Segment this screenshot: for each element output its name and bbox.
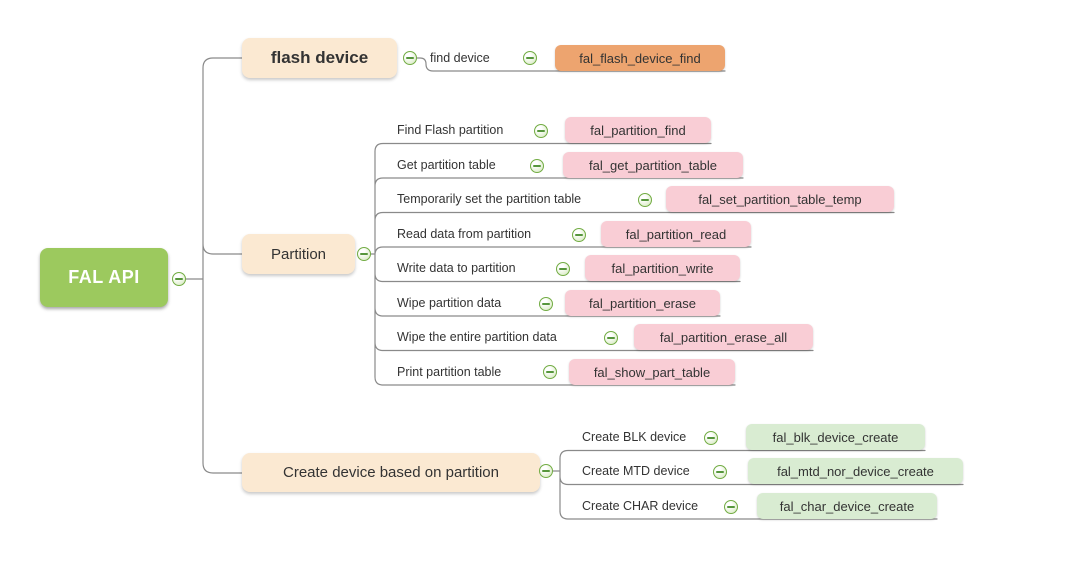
collapse-icon[interactable]: [572, 228, 586, 242]
func-node-fal-partition-write[interactable]: fal_partition_write: [585, 255, 740, 281]
child-label-create-mtd-device[interactable]: Create MTD device: [582, 464, 690, 478]
func-node-fal-partition-erase-all[interactable]: fal_partition_erase_all: [634, 324, 813, 350]
collapse-icon[interactable]: [724, 500, 738, 514]
func-node-fal-partition-read[interactable]: fal_partition_read: [601, 221, 751, 247]
func-node-fal-char-device-create[interactable]: fal_char_device_create: [757, 493, 937, 519]
func-node-fal-flash-device-find[interactable]: fal_flash_device_find: [555, 45, 725, 71]
child-label-find-device[interactable]: find device: [430, 51, 490, 65]
collapse-icon[interactable]: [539, 297, 553, 311]
child-label-create-blk-device[interactable]: Create BLK device: [582, 430, 687, 444]
collapse-icon[interactable]: [543, 365, 557, 379]
branch-flash-device[interactable]: flash device: [242, 38, 397, 78]
collapse-icon[interactable]: [713, 465, 727, 479]
func-node-fal-get-partition-table[interactable]: fal_get_partition_table: [563, 152, 743, 178]
child-label-temporarily-set-partition-table[interactable]: Temporarily set the partition table: [397, 192, 582, 206]
child-label-write-data-to-partition[interactable]: Write data to partition: [397, 261, 516, 275]
func-node-fal-mtd-nor-device-create[interactable]: fal_mtd_nor_device_create: [748, 458, 963, 484]
child-label-find-flash-partition[interactable]: Find Flash partition: [397, 123, 504, 137]
collapse-icon[interactable]: [604, 331, 618, 345]
collapse-icon[interactable]: [172, 272, 186, 286]
root-node-fal-api[interactable]: FAL API: [40, 248, 168, 307]
collapse-icon[interactable]: [357, 247, 371, 261]
collapse-icon[interactable]: [638, 193, 652, 207]
child-label-wipe-entire-partition-data[interactable]: Wipe the entire partition data: [397, 330, 557, 344]
branch-create-device-based-on-partition[interactable]: Create device based on partition: [242, 453, 540, 492]
collapse-icon[interactable]: [556, 262, 570, 276]
collapse-icon[interactable]: [403, 51, 417, 65]
child-label-print-partition-table[interactable]: Print partition table: [397, 365, 502, 379]
func-node-fal-partition-erase[interactable]: fal_partition_erase: [565, 290, 720, 316]
func-node-fal-partition-find[interactable]: fal_partition_find: [565, 117, 711, 143]
func-node-fal-show-part-table[interactable]: fal_show_part_table: [569, 359, 735, 385]
child-label-read-data-from-partition[interactable]: Read data from partition: [397, 227, 532, 241]
collapse-icon[interactable]: [539, 464, 553, 478]
collapse-icon[interactable]: [523, 51, 537, 65]
child-label-wipe-partition-data[interactable]: Wipe partition data: [397, 296, 502, 310]
collapse-icon[interactable]: [534, 124, 548, 138]
child-label-get-partition-table[interactable]: Get partition table: [397, 158, 496, 172]
child-label-create-char-device[interactable]: Create CHAR device: [582, 499, 699, 513]
collapse-icon[interactable]: [704, 431, 718, 445]
branch-partition[interactable]: Partition: [242, 234, 355, 274]
func-node-fal-blk-device-create[interactable]: fal_blk_device_create: [746, 424, 925, 450]
func-node-fal-set-partition-table-temp[interactable]: fal_set_partition_table_temp: [666, 186, 894, 212]
collapse-icon[interactable]: [530, 159, 544, 173]
